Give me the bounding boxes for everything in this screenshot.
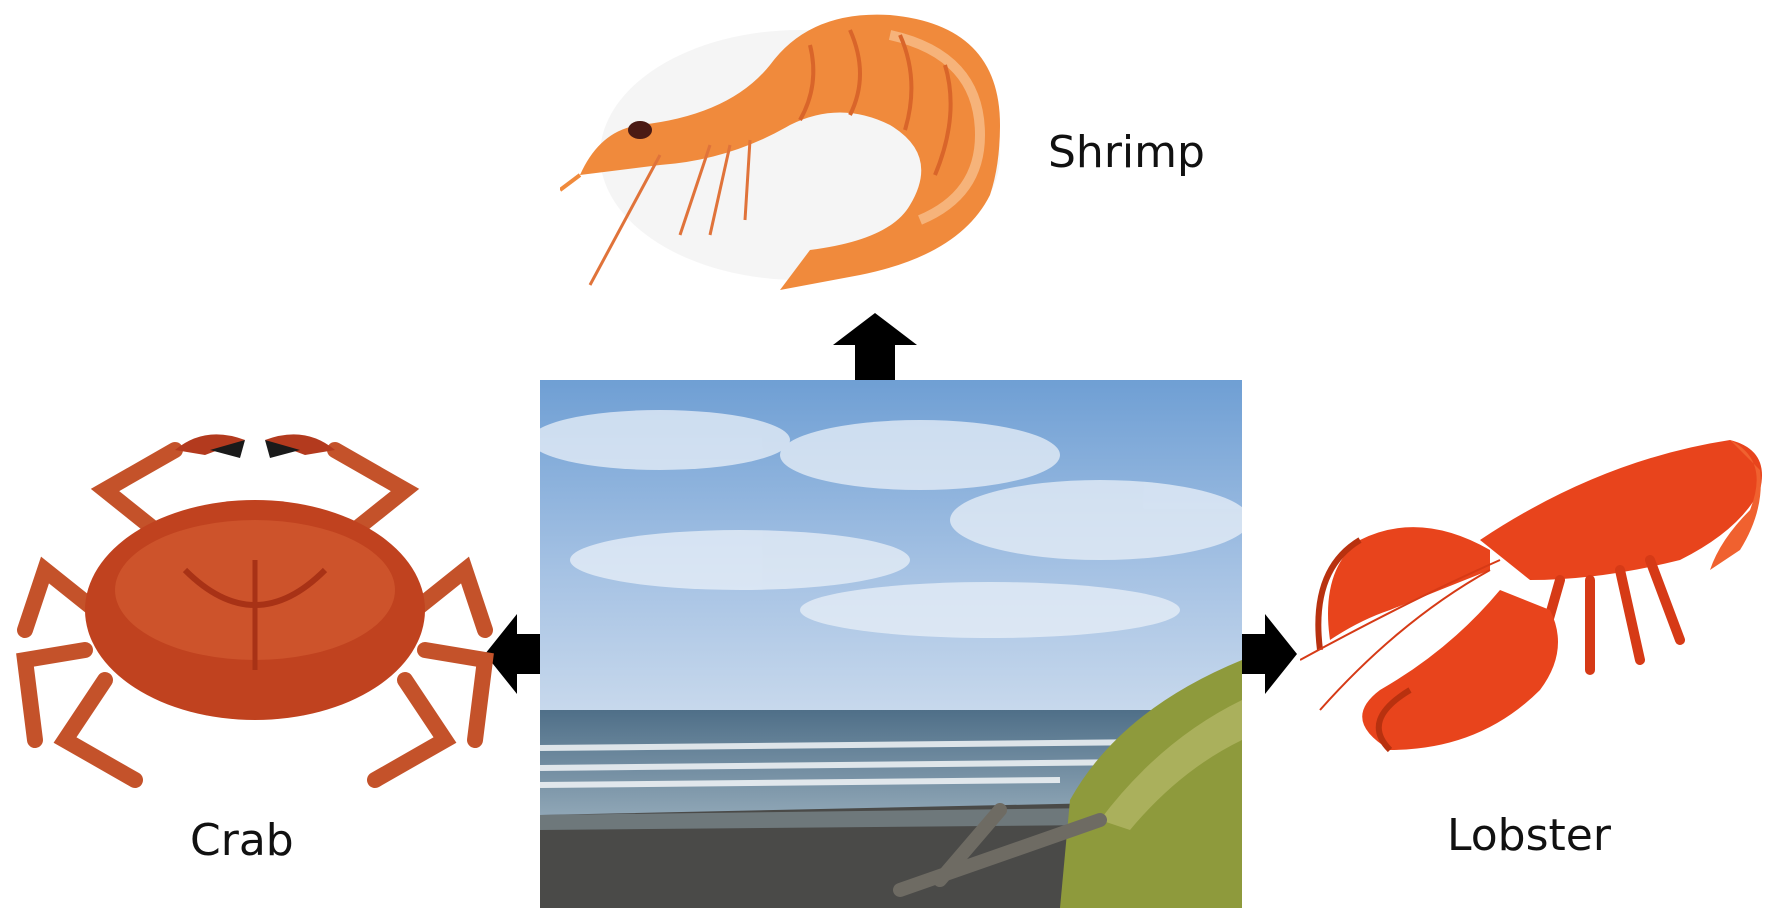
- shrimp-label: Shrimp: [1048, 127, 1205, 178]
- beach-photo: [540, 380, 1242, 908]
- arrow-right-icon: [1242, 614, 1297, 694]
- crab-image: [5, 410, 505, 790]
- lobster-label: Lobster: [1447, 810, 1611, 861]
- lobster-image: [1300, 420, 1772, 760]
- crab-label: Crab: [190, 815, 294, 866]
- shrimp-image: [560, 5, 1010, 295]
- arrow-up-icon: [833, 313, 917, 380]
